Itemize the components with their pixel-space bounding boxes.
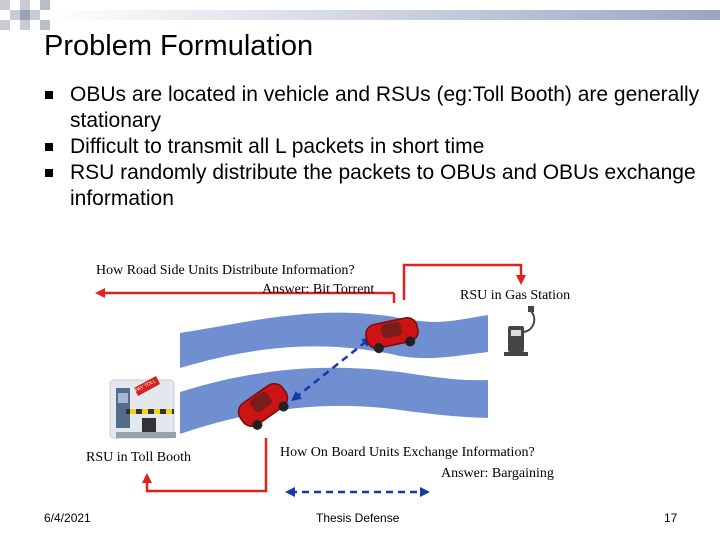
upper-road — [180, 312, 488, 368]
obu-question-label: How On Board Units Exchange Information? — [280, 445, 535, 460]
bullet-square-icon — [45, 143, 53, 151]
obu-exchange-arrow — [291, 336, 372, 402]
gas-pump-icon — [504, 306, 536, 356]
bullet-list: OBUs are located in vehicle and RSUs (eg… — [44, 82, 704, 212]
bullet-square-icon — [45, 169, 53, 177]
slide-title: Problem Formulation — [44, 30, 314, 62]
bullet-text: Difficult to transmit all L packets in s… — [70, 135, 485, 158]
toll-booth-icon: PAY TOLL — [109, 376, 176, 439]
bullet-text: OBUs are located in vehicle and RSUs (eg… — [70, 83, 700, 132]
lower-road — [180, 367, 488, 434]
bullet-text: RSU randomly distribute the packets to O… — [70, 161, 696, 210]
decorative-corner-squares — [0, 0, 720, 30]
toll-booth-label: RSU in Toll Booth — [86, 450, 191, 465]
gas-station-label: RSU in Gas Station — [460, 288, 571, 303]
car-icon — [237, 383, 289, 430]
gas-station-bracket — [402, 263, 526, 300]
bullet-item: Difficult to transmit all L packets in s… — [44, 134, 704, 160]
page-number: 17 — [664, 511, 678, 525]
rsu-question-label: How Road Side Units Distribute Informati… — [96, 263, 355, 278]
rsu-answer-label: Answer: Bit Torrent — [262, 282, 375, 297]
bullet-square-icon — [45, 91, 53, 99]
footer-date: 6/4/2021 — [44, 511, 91, 525]
obu-answer-label: Answer: Bargaining — [441, 466, 554, 481]
footer-title: Thesis Defense — [316, 511, 400, 525]
car-icon — [365, 316, 419, 354]
bullet-item: RSU randomly distribute the packets to O… — [44, 160, 704, 212]
bullet-item: OBUs are located in vehicle and RSUs (eg… — [44, 82, 704, 134]
toll-booth-bracket — [142, 438, 268, 493]
